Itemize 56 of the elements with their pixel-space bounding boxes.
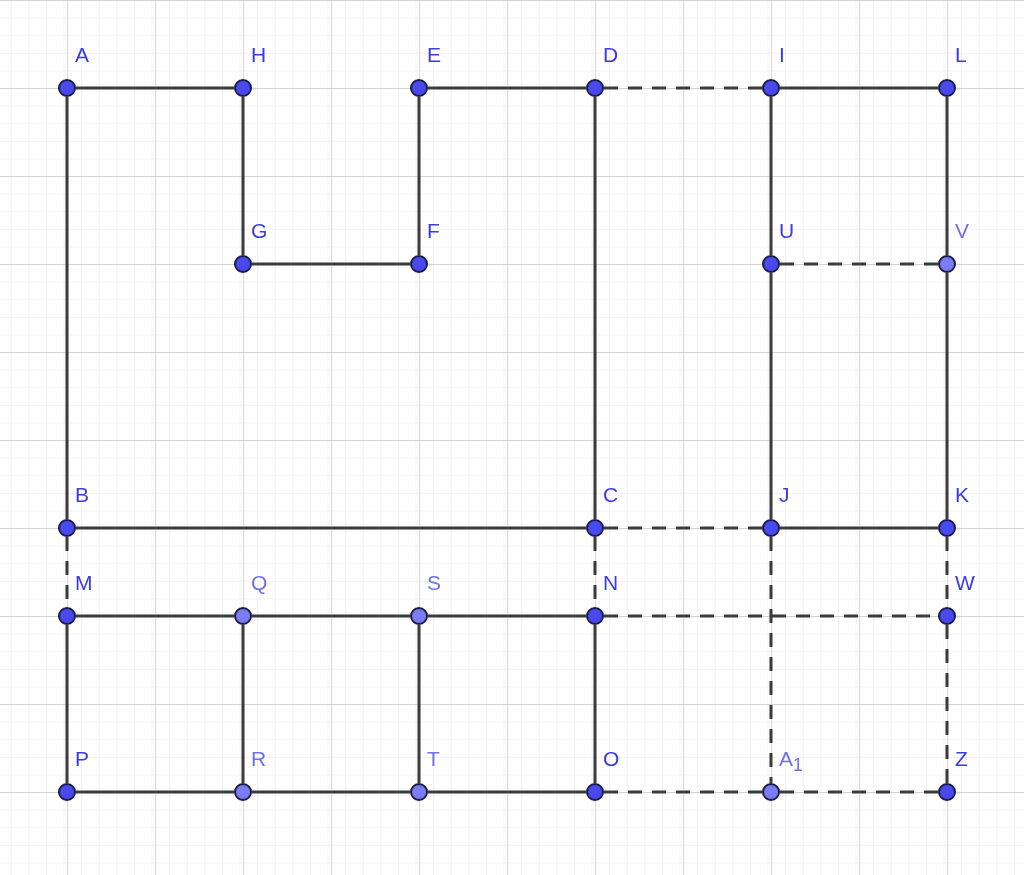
dashed-segment — [604, 526, 762, 530]
line-segment — [428, 614, 586, 618]
line-segment — [428, 790, 586, 794]
line-segment — [65, 97, 69, 519]
dashed-segment — [780, 790, 938, 794]
point-label: C — [603, 483, 619, 507]
point-label: F — [427, 219, 440, 243]
line-segment — [769, 97, 773, 255]
line-segment — [780, 86, 938, 90]
point-label: B — [75, 483, 89, 507]
line-segment — [241, 625, 245, 783]
line-segment — [65, 625, 69, 783]
point-label: P — [75, 747, 89, 771]
line-segment — [780, 526, 938, 530]
line-segment — [252, 262, 410, 266]
point-label: U — [779, 219, 795, 243]
point-label: H — [251, 43, 267, 67]
line-segment — [428, 86, 586, 90]
point-label: W — [955, 571, 975, 595]
dashed-segment — [780, 262, 938, 266]
dashed-segment — [604, 790, 762, 794]
line-segment — [769, 273, 773, 519]
point-label: N — [603, 571, 619, 595]
line-segment — [593, 97, 597, 519]
line-segment — [252, 614, 410, 618]
point-label: E — [427, 43, 441, 67]
point-label: L — [955, 43, 967, 67]
dashed-segment — [769, 537, 773, 783]
line-segment — [417, 97, 421, 255]
dashed-segment — [604, 86, 762, 90]
line-segment — [945, 97, 949, 255]
point-label: J — [779, 483, 790, 507]
line-segment — [76, 790, 234, 794]
point-label: S — [427, 571, 441, 595]
point-label: I — [779, 43, 785, 67]
point-label: G — [251, 219, 268, 243]
line-segment — [252, 790, 410, 794]
point-label: A$_{1}$ — [779, 747, 803, 778]
point-label: K — [955, 483, 969, 507]
point-label: T — [427, 747, 440, 771]
line-segment — [417, 625, 421, 783]
point-label: D — [603, 43, 619, 67]
point-label: Q — [251, 571, 268, 595]
point-label: O — [603, 747, 620, 771]
line-segment — [945, 273, 949, 519]
line-segment — [76, 526, 586, 530]
point-label: A — [75, 43, 89, 67]
point-label: R — [251, 747, 267, 771]
point-label: M — [75, 571, 93, 595]
line-segment — [76, 614, 234, 618]
point-label: Z — [955, 747, 968, 771]
line-segment — [593, 625, 597, 783]
line-segment — [241, 97, 245, 255]
dashed-segment — [945, 625, 949, 783]
line-segment — [76, 86, 234, 90]
point-label: V — [955, 219, 969, 243]
